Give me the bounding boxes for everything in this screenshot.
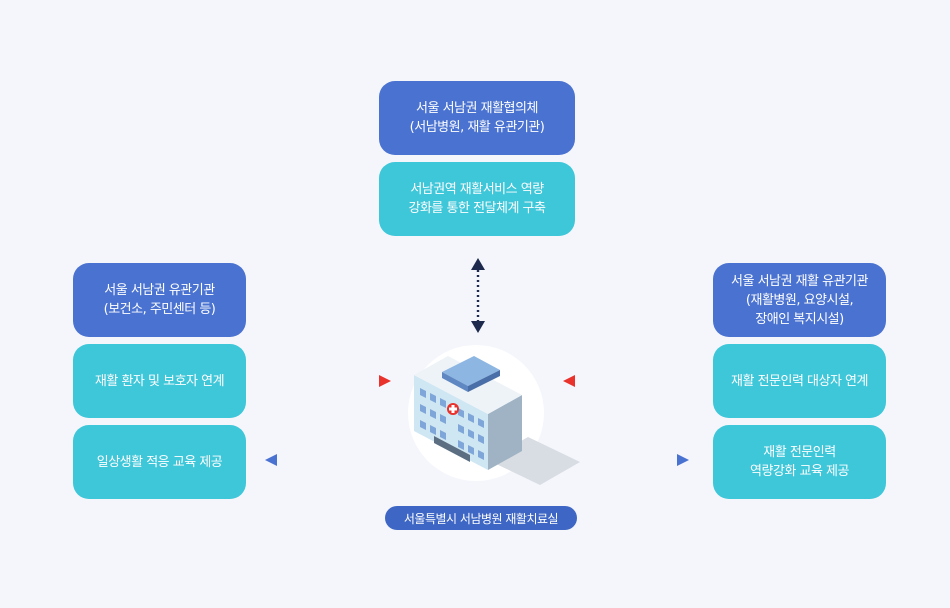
left-item1-box: 재활 환자 및 보호자 연계 bbox=[73, 344, 246, 418]
right-header-box: 서울 서남권 재활 유관기관 (재활병원, 요양시설, 장애인 복지시설) bbox=[713, 263, 886, 337]
right-item1-box: 재활 전문인력 대상자 연계 bbox=[713, 344, 886, 418]
left-item2-text: 일상생활 적응 교육 제공 bbox=[96, 454, 223, 470]
top-role-box: 서남권역 재활서비스 역량 강화를 통한 전달체계 구축 bbox=[379, 162, 575, 236]
vertical-double-arrow bbox=[471, 258, 485, 333]
left-header-box: 서울 서남권 유관기관 (보건소, 주민센터 등) bbox=[73, 263, 246, 337]
center-caption: 서울특별시 서남병원 재활치료실 bbox=[385, 506, 577, 530]
left-to-center-arrow bbox=[266, 375, 391, 387]
right-item2-text: 재활 전문인력 역량강화 교육 제공 bbox=[750, 445, 849, 479]
left-item1-text: 재활 환자 및 보호자 연계 bbox=[94, 373, 225, 389]
center-to-left-arrow bbox=[265, 454, 392, 466]
right-item2-box: 재활 전문인력 역량강화 교육 제공 bbox=[713, 425, 886, 499]
center-to-right-arrow bbox=[563, 454, 689, 466]
hospital-building-icon bbox=[408, 345, 580, 485]
right-header-text: 서울 서남권 재활 유관기관 (재활병원, 요양시설, 장애인 복지시설) bbox=[731, 273, 868, 327]
top-header-text: 서울 서남권 재활협의체 (서남병원, 재활 유관기관) bbox=[409, 101, 545, 135]
top-role-text: 서남권역 재활서비스 역량 강화를 통한 전달체계 구축 bbox=[408, 182, 546, 216]
left-item2-box: 일상생활 적응 교육 제공 bbox=[73, 425, 246, 499]
left-header-text: 서울 서남권 유관기관 (보건소, 주민센터 등) bbox=[103, 283, 216, 317]
right-to-center-arrow bbox=[563, 375, 688, 387]
right-item1-text: 재활 전문인력 대상자 연계 bbox=[731, 373, 868, 389]
top-header-box: 서울 서남권 재활협의체 (서남병원, 재활 유관기관) bbox=[379, 81, 575, 155]
